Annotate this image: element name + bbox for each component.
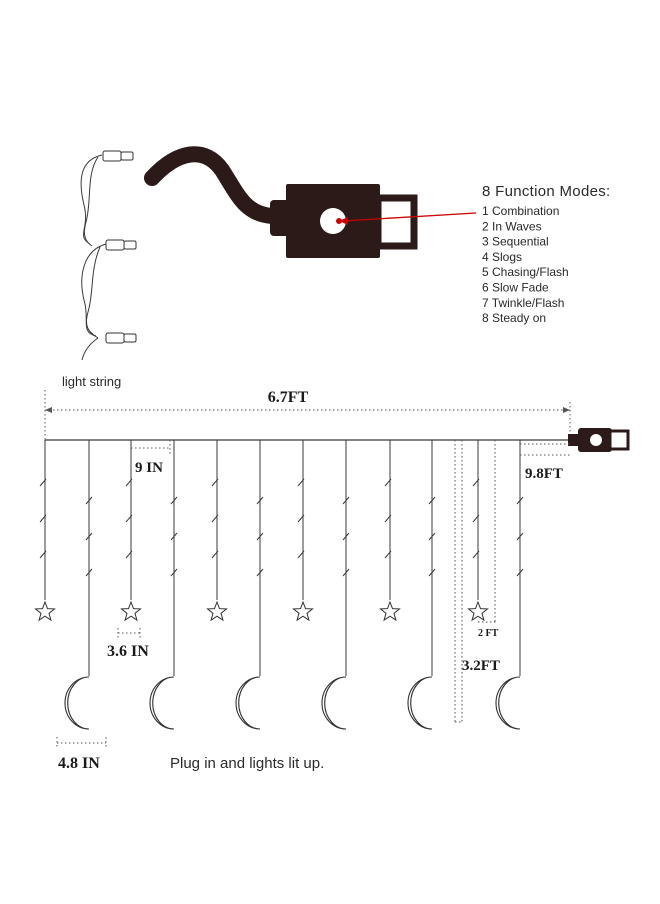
star-strand bbox=[292, 440, 314, 622]
caption: Plug in and lights lit up. bbox=[170, 755, 324, 772]
star-strand bbox=[120, 440, 142, 622]
total-drop-dimension: 9.8FT bbox=[520, 443, 570, 482]
gap-label: 9 IN bbox=[135, 460, 163, 476]
mode-item: 1 Combination bbox=[482, 204, 559, 218]
star-drop-label: 2 FT bbox=[478, 628, 499, 639]
star-drop-dimension: 2 FT bbox=[478, 440, 499, 639]
moon-strand bbox=[407, 440, 436, 730]
small-controller bbox=[568, 428, 630, 452]
mode-button-icon bbox=[320, 208, 346, 234]
bulb-icon bbox=[105, 332, 137, 344]
controller-illustration bbox=[144, 146, 418, 258]
star-strand bbox=[379, 440, 401, 622]
mode-item: 3 Sequential bbox=[482, 235, 549, 249]
mode-item: 4 Slogs bbox=[482, 250, 522, 264]
moon-strand bbox=[64, 440, 93, 730]
bulb-icon bbox=[102, 150, 134, 162]
star-spacing-label: 3.6 IN bbox=[107, 643, 149, 660]
star-spacing-dimension: 3.6 IN bbox=[107, 628, 149, 660]
star-icon bbox=[206, 600, 228, 622]
moon-drop-dimension: 3.2FT bbox=[454, 440, 500, 723]
moon-strand bbox=[321, 440, 350, 730]
star-icon bbox=[467, 600, 489, 622]
star-icon bbox=[292, 600, 314, 622]
moon-strand bbox=[149, 440, 178, 730]
bulb-icon bbox=[105, 239, 137, 251]
star-icon bbox=[120, 600, 142, 622]
total-drop-label: 9.8FT bbox=[525, 466, 563, 482]
mode-item: 8 Steady on bbox=[482, 311, 546, 325]
gap-dimension: 9 IN bbox=[131, 440, 171, 476]
star-strand bbox=[206, 440, 228, 622]
moon-strand bbox=[235, 440, 264, 730]
width-dimension: 6.7FT bbox=[44, 389, 571, 440]
arrow-pointer bbox=[339, 212, 477, 225]
mode-item: 2 In Waves bbox=[482, 219, 542, 233]
moon-icon bbox=[495, 676, 521, 730]
star-icon bbox=[34, 600, 56, 622]
moon-icon bbox=[149, 676, 175, 730]
moon-icon bbox=[64, 676, 90, 730]
mode-item: 5 Chasing/Flash bbox=[482, 265, 569, 279]
modes-title: 8 Function Modes: bbox=[482, 183, 611, 200]
moon-width-label: 4.8 IN bbox=[58, 755, 100, 772]
mode-button-icon bbox=[590, 434, 602, 446]
moon-icon bbox=[407, 676, 433, 730]
star-strand bbox=[467, 440, 489, 622]
moon-drop-label: 3.2FT bbox=[462, 658, 500, 674]
curtain-lights bbox=[34, 439, 572, 730]
mode-item: 7 Twinkle/Flash bbox=[482, 296, 564, 310]
light-string-illustration: light string bbox=[62, 150, 137, 389]
moon-width-dimension: 4.8 IN bbox=[56, 737, 107, 772]
mode-item: 6 Slow Fade bbox=[482, 281, 549, 295]
moon-strand bbox=[495, 440, 524, 730]
moon-icon bbox=[321, 676, 347, 730]
star-icon bbox=[379, 600, 401, 622]
star-strand bbox=[34, 440, 56, 622]
width-label: 6.7FT bbox=[268, 389, 309, 406]
moon-icon bbox=[235, 676, 261, 730]
light-string-label: light string bbox=[62, 374, 121, 389]
